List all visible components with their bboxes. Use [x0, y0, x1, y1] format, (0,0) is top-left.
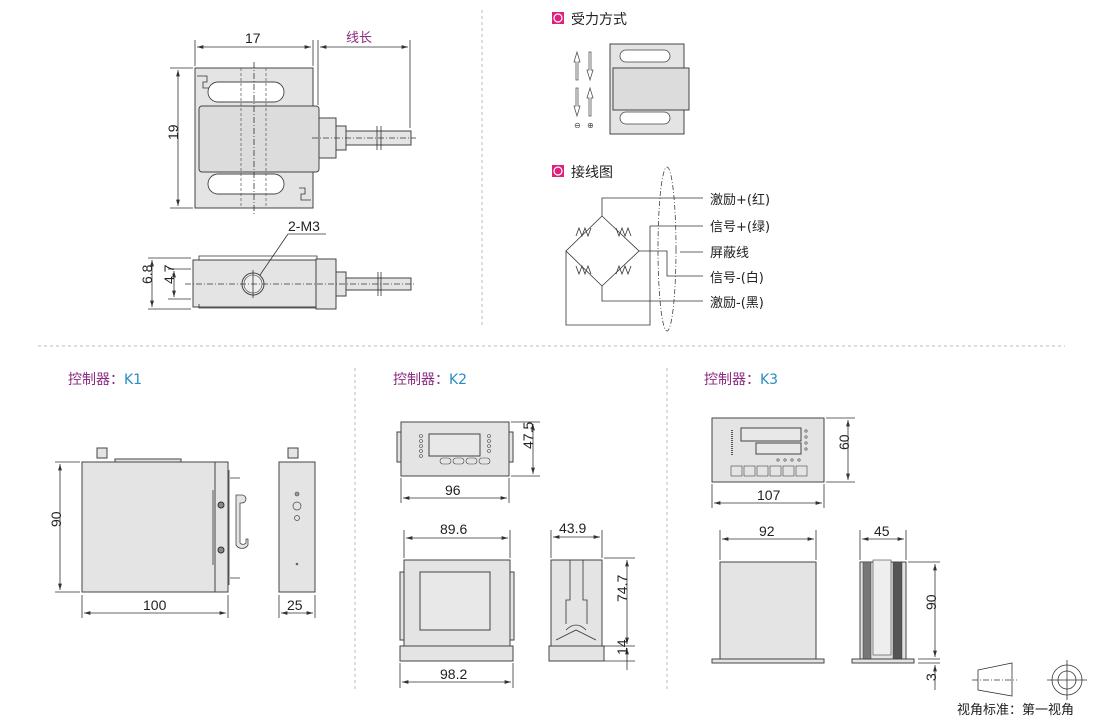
wire-label: 屏蔽线	[710, 246, 749, 261]
force-mode-section: 受力方式 ⊖ ⊕	[552, 12, 690, 135]
k2-dim-front-width: 96	[445, 482, 461, 498]
dim-width-17: 17	[245, 30, 261, 46]
k2-model: K2	[449, 372, 467, 388]
dim-cable-length: 线长	[346, 31, 372, 46]
dim-height-6-8: 6.8	[139, 264, 155, 284]
k1-model: K1	[124, 372, 142, 388]
wiring-heading: 接线图	[571, 164, 613, 181]
sensor-side-view: 2-M3 6.8 4.7	[139, 218, 416, 310]
k2-dim-front-height: 47.5	[520, 422, 536, 449]
k3-title-prefix: 控制器：	[704, 372, 760, 388]
controller-k1: 控制器：K1 90 100 25	[48, 372, 316, 618]
projection-label: 视角标准：第一视角	[957, 703, 1074, 718]
wire-label: 信号+(绿)	[710, 220, 770, 235]
k1-title-prefix: 控制器：	[68, 372, 124, 388]
dim-height-4-7: 4.7	[161, 264, 177, 284]
k2-dim-body-width: 89.6	[440, 521, 467, 537]
minus-symbol: ⊖	[574, 121, 581, 130]
controller-k2: 控制器：K2 47.5 96 89.6 98.2	[393, 372, 635, 688]
k2-dim-side-depth: 43.9	[559, 520, 586, 536]
k2-dim-bezel-width: 98.2	[440, 666, 467, 682]
k3-model: K3	[760, 372, 778, 388]
wire-label: 信号-(白)	[710, 270, 764, 286]
k3-dim-side-depth: 45	[874, 523, 890, 539]
truncated-cone-icon	[977, 662, 1013, 697]
svg-text:控制器：K1: 控制器：K1	[68, 372, 142, 388]
force-arrows-icon	[573, 50, 594, 118]
svg-text:控制器：K3: 控制器：K3	[704, 372, 778, 388]
first-angle-projection-symbol: 视角标准：第一视角	[957, 660, 1087, 718]
thread-label-2-M3: 2-M3	[288, 218, 320, 234]
wire-label: 激励-(黑)	[710, 296, 764, 311]
k2-title-prefix: 控制器：	[393, 372, 449, 388]
k1-dim-height: 90	[48, 511, 64, 527]
k1-dim-width: 100	[143, 597, 167, 613]
k3-dim-bezel: 3	[923, 673, 939, 681]
bridge-circuit	[565, 197, 703, 326]
k3-dim-front-height: 60	[836, 434, 852, 450]
svg-text:控制器：K2: 控制器：K2	[393, 372, 467, 388]
k2-dim-bezel-depth: 14	[614, 639, 630, 655]
plus-symbol: ⊕	[587, 121, 594, 130]
wire-label: 激励+(红)	[710, 192, 770, 208]
sensor-top-view: 17 线长 19	[165, 30, 416, 214]
k3-dim-side-height: 90	[923, 594, 939, 610]
k2-dim-side-height: 74.7	[614, 575, 630, 602]
wiring-section: 接线图 激励+(红) 信号+(绿) 屏蔽线 信号-(白) 激励-(黑)	[552, 164, 770, 332]
force-mode-heading: 受力方式	[571, 12, 627, 28]
k3-dim-body-width: 92	[759, 523, 775, 539]
k3-dim-front-width: 107	[757, 487, 781, 503]
k1-dim-depth: 25	[287, 597, 303, 613]
dim-height-19: 19	[165, 124, 181, 140]
shield-ellipse	[657, 166, 677, 332]
controller-k3: 控制器：K3 60 107 92 45	[704, 372, 940, 690]
